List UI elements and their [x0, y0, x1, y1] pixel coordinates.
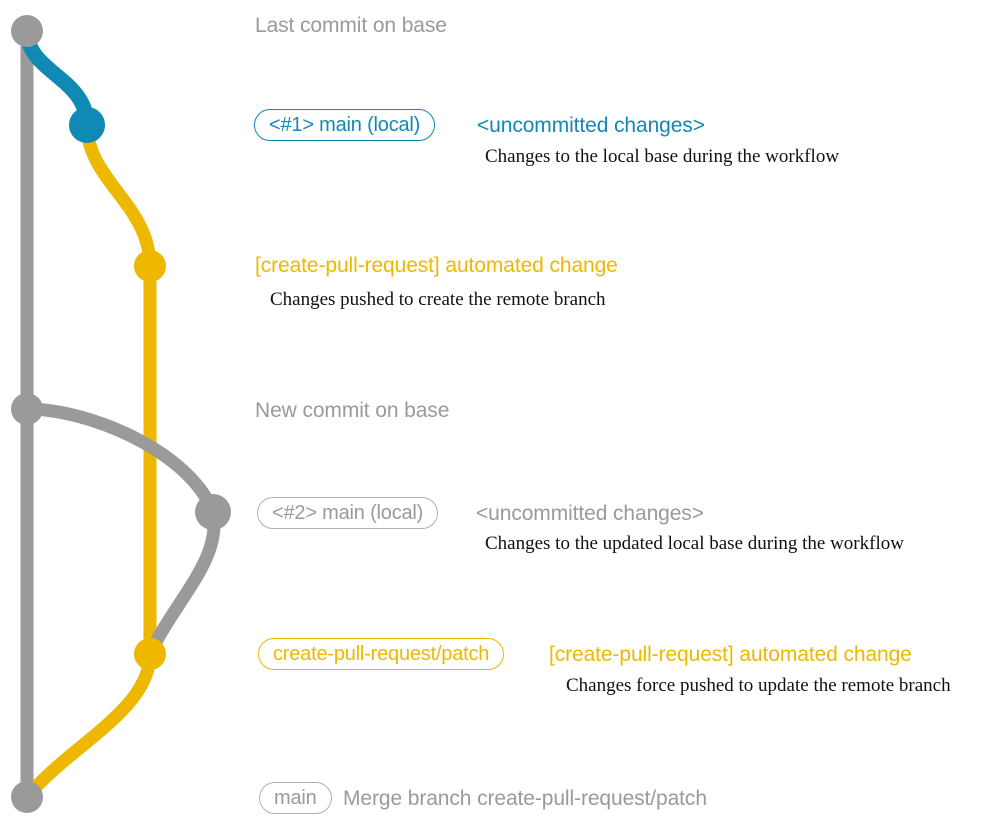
- commit-dot-new-base[interactable]: [11, 393, 43, 425]
- commit-dot-merge-node[interactable]: [195, 494, 231, 530]
- commit-dot-merge[interactable]: [11, 781, 43, 813]
- commit-headline-automated-change-1: [create-pull-request] automated change: [255, 254, 618, 277]
- commit-headline-merge: Merge branch create-pull-request/patch: [343, 787, 707, 810]
- commit-subtext-automated-change-2: Changes force pushed to update the remot…: [566, 675, 951, 696]
- commit-dot-automated-change-1[interactable]: [134, 250, 166, 282]
- merge-branch-line: [20, 402, 221, 661]
- patch-merge-line: [20, 647, 157, 804]
- commit-dot-uncommitted-1[interactable]: [69, 107, 105, 143]
- commit-headline-uncommitted-1: <uncommitted changes>: [477, 114, 705, 137]
- commit-subtext-uncommitted-2: Changes to the updated local base during…: [485, 533, 904, 554]
- commit-headline-last-base: Last commit on base: [255, 14, 447, 37]
- patch-branch-line: [80, 118, 157, 661]
- commit-headline-new-base: New commit on base: [255, 399, 450, 422]
- branch-graph: [11, 15, 231, 813]
- commit-headline-uncommitted-2: <uncommitted changes>: [476, 502, 704, 525]
- branch-pill-create-pull-request-patch[interactable]: create-pull-request/patch: [258, 638, 505, 670]
- branch-pill-main-local-1[interactable]: <#1> main (local): [254, 109, 436, 141]
- commit-headline-automated-change-2: [create-pull-request] automated change: [549, 643, 912, 666]
- commit-subtext-uncommitted-1: Changes to the local base during the wor…: [485, 146, 840, 167]
- branch-pill-main[interactable]: main: [259, 782, 332, 814]
- commit-dot-automated-change-2[interactable]: [134, 638, 166, 670]
- commit-dot-last-base[interactable]: [11, 15, 43, 47]
- commit-subtext-automated-change-1: Changes pushed to create the remote bran…: [270, 289, 606, 310]
- branch-pill-main-local-2[interactable]: <#2> main (local): [257, 497, 439, 529]
